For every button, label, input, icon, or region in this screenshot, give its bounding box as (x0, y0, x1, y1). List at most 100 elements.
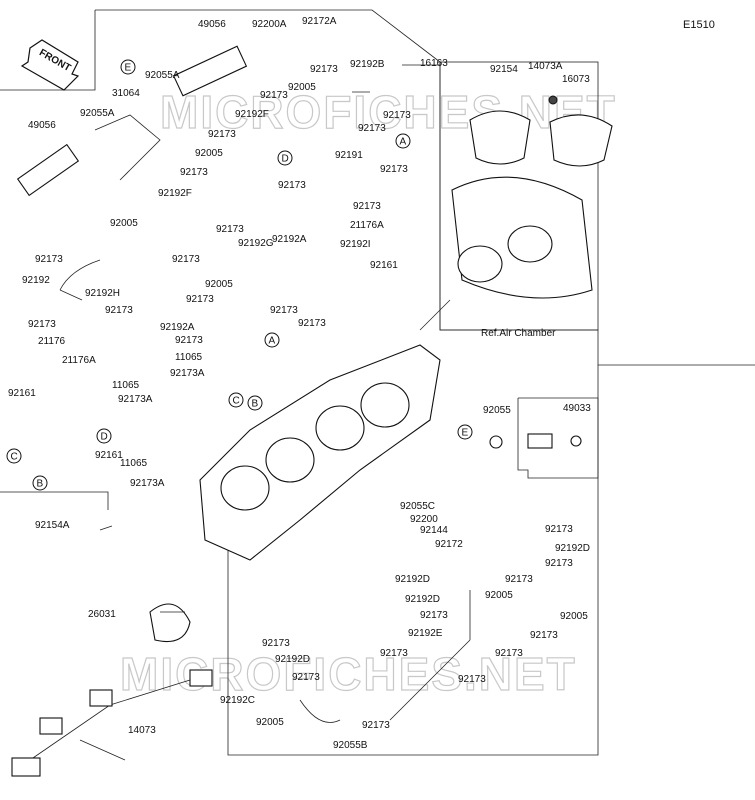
sensor-49033 (489, 397, 599, 479)
svg-text:B: B (37, 479, 44, 490)
part-label-58: 92192D (555, 543, 590, 554)
part-label-4: 92055A (145, 70, 180, 81)
callout-e-0: E (120, 59, 136, 75)
part-label-33: 92192H (85, 288, 120, 299)
part-label-57: 92173 (545, 524, 573, 535)
air-chamber-ref-label: Ref.Air Chamber (481, 328, 556, 339)
gasket-92055b (149, 603, 191, 643)
callout-a-5: A (264, 332, 280, 348)
part-label-24: 92192G (238, 238, 274, 249)
part-label-32: 92192 (22, 275, 50, 286)
part-label-15: 92173 (358, 123, 386, 134)
part-label-29: 92173 (35, 254, 63, 265)
part-label-19: 92173 (180, 167, 208, 178)
svg-text:E: E (125, 63, 132, 74)
part-label-80: 92154 (490, 64, 518, 75)
part-label-41: 92173 (175, 335, 203, 346)
part-label-82: 16073 (562, 74, 590, 85)
callout-b-4: B (247, 395, 263, 411)
part-label-34: 92173 (105, 305, 133, 316)
part-label-10: 92055A (80, 108, 115, 119)
frame-outline-lower-left (0, 491, 109, 510)
part-label-77: 92055B (333, 740, 368, 751)
wiring-harness-illustration (11, 669, 213, 777)
part-label-75: 92005 (256, 717, 284, 728)
callout-b-8: B (32, 475, 48, 491)
part-label-48: 92173A (118, 394, 153, 405)
part-label-18: 92173 (380, 164, 408, 175)
part-label-12: 92192F (235, 109, 269, 120)
part-label-26: 92192A (272, 234, 307, 245)
part-label-72: 92173 (262, 638, 290, 649)
part-label-51: 92173A (130, 478, 165, 489)
part-label-3: 16163 (420, 58, 448, 69)
part-label-53: 92055C (400, 501, 435, 512)
part-label-47: 92161 (8, 388, 36, 399)
part-label-43: 21176A (62, 355, 96, 366)
part-label-76: 92173 (362, 720, 390, 731)
front-arrow-icon: FRONT (20, 39, 80, 91)
frame-outline-left (0, 10, 96, 91)
part-label-16: 92191 (335, 150, 363, 161)
part-label-11: 92173 (383, 110, 411, 121)
part-label-9: 49056 (28, 120, 56, 131)
part-label-20: 92173 (278, 180, 306, 191)
part-label-46: 11065 (112, 380, 140, 391)
part-label-59: 92173 (545, 558, 573, 569)
hose-92192 (59, 259, 101, 291)
part-label-67: 92192E (408, 628, 443, 639)
part-label-21: 92192F (158, 188, 192, 199)
callout-c-7: C (6, 448, 22, 464)
part-label-63: 92005 (485, 590, 513, 601)
watermark-top: MICROFICHES.NET (160, 86, 617, 138)
part-label-14: 92173 (208, 129, 236, 140)
part-label-42: 21176 (38, 336, 66, 347)
hose-92192c (299, 699, 341, 723)
part-label-22: 92173 (353, 201, 381, 212)
part-label-23: 92173 (216, 224, 244, 235)
svg-text:A: A (269, 336, 276, 347)
part-label-0: 49056 (198, 19, 226, 30)
frame-outline-bottom (227, 365, 599, 756)
part-label-52: 92154A (35, 520, 70, 531)
part-label-79: 14073 (128, 725, 156, 736)
fuel-rail-illustration (16, 45, 248, 197)
part-label-62: 92192D (395, 574, 430, 585)
part-label-70: 92173 (380, 648, 408, 659)
part-label-28: 92192I (340, 239, 371, 250)
part-label-7: 31064 (112, 88, 140, 99)
part-label-39: 92173 (28, 319, 56, 330)
svg-text:A: A (400, 137, 407, 148)
part-label-45: 92173A (170, 368, 205, 379)
svg-text:E: E (462, 428, 469, 439)
part-label-60: 92192D (405, 594, 440, 605)
part-label-49: 92161 (95, 450, 123, 461)
part-label-13: 92173 (260, 90, 288, 101)
part-label-56: 92172 (435, 539, 463, 550)
part-label-35: 92005 (205, 279, 233, 290)
callout-c-3: C (228, 392, 244, 408)
part-label-37: 92173 (270, 305, 298, 316)
svg-text:B: B (252, 399, 259, 410)
part-label-83: 92055 (483, 405, 511, 416)
part-label-69: 92173 (458, 674, 486, 685)
air-chamber-illustration (451, 95, 613, 299)
diagram-code: E1510 (683, 19, 715, 31)
part-label-5: 92173 (310, 64, 338, 75)
part-label-61: 92173 (505, 574, 533, 585)
svg-text:D: D (101, 432, 108, 443)
part-label-6: 92192B (350, 59, 385, 70)
part-label-40: 92192A (160, 322, 195, 333)
hose-92192e (389, 639, 471, 721)
part-label-68: 92173 (495, 648, 523, 659)
part-label-55: 92144 (420, 525, 448, 536)
part-label-54: 92200 (410, 514, 438, 525)
throttle-body-assembly (199, 344, 441, 561)
part-label-50: 11065 (120, 458, 148, 469)
part-label-44: 11065 (175, 352, 203, 363)
part-label-74: 92192C (220, 695, 255, 706)
